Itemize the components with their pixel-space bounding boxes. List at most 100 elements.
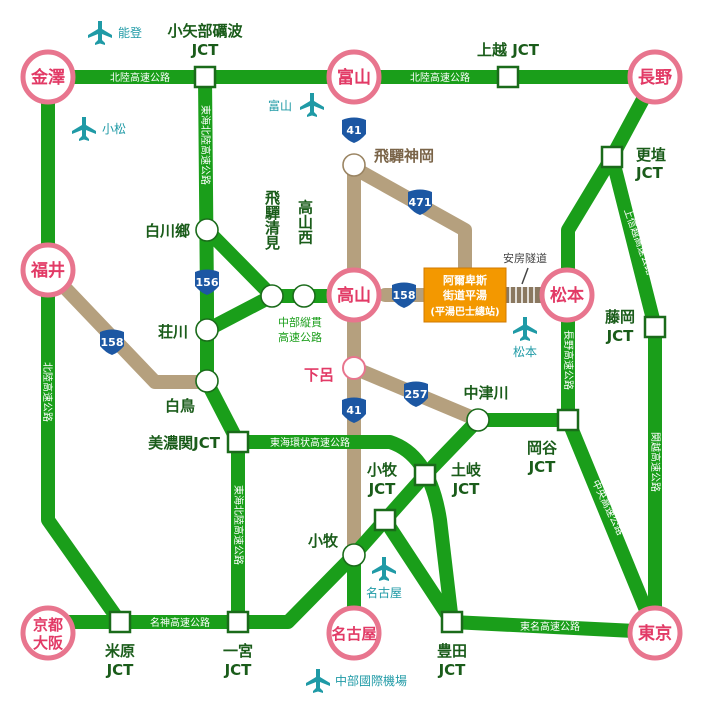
toki-jct-box[interactable] bbox=[413, 463, 437, 487]
okaya-jct-box[interactable] bbox=[556, 408, 580, 432]
hida-kiyomi-label: 飛驒清見 bbox=[263, 190, 281, 251]
route-shield-icon: 41 bbox=[342, 117, 366, 143]
ichinomiya-jct-box[interactable] bbox=[226, 610, 250, 634]
komaki-jct-label: 小牧 bbox=[367, 461, 398, 479]
toyota-jct-box[interactable] bbox=[440, 610, 464, 634]
oyabe-jct-label: JCT bbox=[191, 41, 220, 59]
komaki-jct-box[interactable] bbox=[373, 508, 397, 532]
route-shield-icon: 156 bbox=[195, 269, 219, 295]
shokawa-node[interactable] bbox=[195, 318, 219, 342]
airport-chubu-label: 中部國際機場 bbox=[335, 673, 407, 688]
svg-text:156: 156 bbox=[196, 276, 219, 289]
komaki-jct-label: JCT bbox=[368, 480, 397, 498]
maibara-jct-box[interactable] bbox=[108, 610, 132, 634]
airplane-icon bbox=[306, 669, 330, 693]
airport-nagoya-label: 名古屋 bbox=[366, 585, 402, 600]
shirotori-label: 白鳥 bbox=[165, 397, 195, 415]
svg-text:街道平湯: 街道平湯 bbox=[442, 288, 487, 302]
route-471-road bbox=[347, 161, 472, 290]
airport-matsumoto-label: 松本 bbox=[513, 345, 537, 359]
destination-hirayu[interactable]: 阿爾卑斯 街道平湯 (平湯巴士總站) bbox=[423, 267, 507, 323]
road-label-meishin: 名神高速公路 bbox=[150, 616, 210, 629]
joshinetsu-expressway bbox=[561, 70, 662, 302]
svg-text:(平湯巴士總站): (平湯巴士總站) bbox=[430, 305, 499, 318]
toyota-jct-label: JCT bbox=[438, 661, 467, 679]
road-label-abo-tunnel: 安房隧道 bbox=[503, 251, 547, 265]
city-kanazawa[interactable]: 金澤 bbox=[20, 49, 76, 105]
route-158-west-road bbox=[41, 263, 214, 389]
shirakawago-node[interactable] bbox=[195, 218, 219, 242]
hida-kamioka-node[interactable] bbox=[342, 153, 366, 177]
city-fukui[interactable]: 福井 bbox=[20, 242, 76, 298]
airplane-icon bbox=[513, 317, 537, 341]
svg-text:大阪: 大阪 bbox=[33, 634, 64, 652]
tunnel-ticks bbox=[509, 287, 535, 303]
road-label-hokuriku-1: 北陸高速公路 bbox=[110, 71, 170, 84]
airport-noto-label: 能登 bbox=[118, 25, 142, 40]
road-label-chubu-jukan-1: 中部縦貫 bbox=[278, 315, 322, 329]
airport-toyama-label: 富山 bbox=[268, 98, 292, 113]
toki-jct-label: JCT bbox=[452, 480, 481, 498]
oyabe-jct-box[interactable] bbox=[193, 65, 217, 89]
hida-kamioka-label: 飛驒神岡 bbox=[373, 147, 434, 165]
svg-text:158: 158 bbox=[393, 289, 416, 302]
road-label-hokuriku-2: 北陸高速公路 bbox=[410, 71, 470, 84]
svg-text:高山: 高山 bbox=[337, 285, 371, 306]
hida-kiyomi-node[interactable] bbox=[260, 284, 284, 308]
minoseki-jct-box[interactable] bbox=[226, 430, 250, 454]
koshoku-jct-label: JCT bbox=[635, 164, 664, 182]
shokawa-link bbox=[200, 289, 279, 337]
okaya-jct-label: 岡谷 bbox=[527, 439, 558, 457]
city-takayama[interactable]: 高山 bbox=[326, 267, 382, 323]
svg-text:257: 257 bbox=[405, 388, 428, 401]
shirakawago-label: 白川鄉 bbox=[145, 222, 190, 240]
svg-text:41: 41 bbox=[346, 124, 361, 137]
city-nagano[interactable]: 長野 bbox=[627, 49, 683, 105]
svg-text:東京: 東京 bbox=[638, 623, 672, 644]
fujioka-jct-label: JCT bbox=[606, 327, 635, 345]
chuo-expressway-east bbox=[561, 288, 662, 639]
nakatsugawa-label: 中津川 bbox=[463, 384, 508, 402]
city-tokyo[interactable]: 東京 bbox=[627, 605, 683, 661]
koshoku-jct-box[interactable] bbox=[600, 145, 624, 169]
joetsu-jct-label: 上越 JCT bbox=[477, 41, 540, 59]
road-label-chubu-jukan-2: 高速公路 bbox=[278, 330, 322, 344]
airplane-icon bbox=[300, 93, 324, 117]
koshoku-jct-label: 更埴 bbox=[636, 146, 666, 164]
gero-label: 下呂 bbox=[304, 366, 334, 384]
fujioka-jct-label: 藤岡 bbox=[605, 308, 635, 326]
city-matsumoto[interactable]: 松本 bbox=[539, 267, 595, 323]
route-shield-icon: 158 bbox=[100, 329, 124, 355]
svg-text:名古屋: 名古屋 bbox=[331, 625, 376, 643]
airplane-icon bbox=[372, 557, 396, 581]
city-toyama[interactable]: 富山 bbox=[326, 49, 382, 105]
toki-jct-label: 土岐 bbox=[451, 461, 482, 479]
ichinomiya-jct-label: 一宮 bbox=[223, 642, 253, 660]
city-nagoya[interactable]: 名古屋 bbox=[326, 605, 382, 661]
airplane-icon bbox=[72, 117, 96, 141]
svg-text:金澤: 金澤 bbox=[30, 67, 65, 88]
gero-node[interactable] bbox=[342, 356, 366, 380]
road-label-tokai-kanjo: 東海環状高速公路 bbox=[270, 436, 350, 449]
tunnel-leader-line bbox=[521, 267, 529, 285]
fujioka-jct-box[interactable] bbox=[643, 315, 667, 339]
svg-text:松本: 松本 bbox=[550, 285, 584, 306]
route-shield-icon: 41 bbox=[342, 397, 366, 423]
joetsu-jct-box[interactable] bbox=[496, 65, 520, 89]
takayama-nishi-label: 高山西 bbox=[296, 199, 314, 246]
svg-text:富山: 富山 bbox=[337, 67, 371, 88]
takayama-nishi-node[interactable] bbox=[292, 284, 316, 308]
maibara-jct-label: JCT bbox=[106, 661, 135, 679]
airport-komatsu-label: 小松 bbox=[102, 122, 126, 136]
nakatsugawa-node[interactable] bbox=[466, 408, 490, 432]
route-shield-icon: 158 bbox=[392, 282, 416, 308]
oyabe-jct-label: 小矢部礪波 bbox=[167, 22, 243, 40]
svg-text:41: 41 bbox=[346, 404, 361, 417]
okaya-jct-label: JCT bbox=[528, 458, 557, 476]
komaki-node[interactable] bbox=[342, 543, 366, 567]
shirotori-node[interactable] bbox=[195, 369, 219, 393]
road-label-kanetsu: 関越高速公路 bbox=[649, 432, 662, 492]
